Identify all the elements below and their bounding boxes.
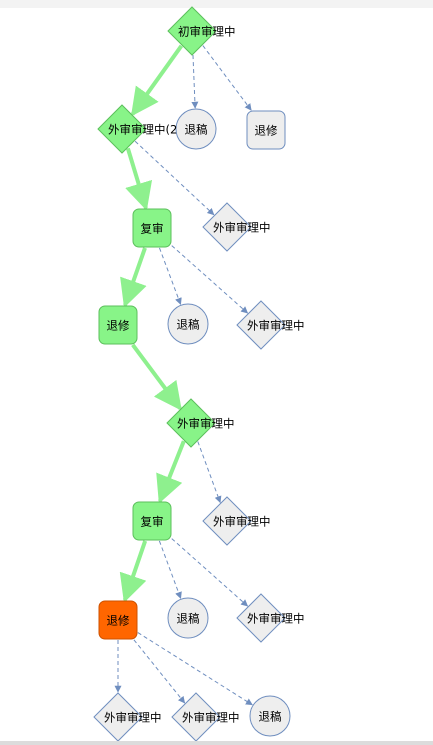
- rect-shape: [132, 208, 172, 248]
- diamond-shape: [202, 202, 252, 252]
- flow-edge-branch: [159, 247, 182, 305]
- node-circle-n18[interactable]: 退稿: [249, 695, 291, 737]
- circle-shape: [175, 108, 217, 150]
- diamond-shape: [167, 6, 217, 56]
- node-rect-n15[interactable]: 退修: [98, 600, 138, 640]
- flow-edge-branch: [133, 639, 186, 704]
- node-rect-n3[interactable]: 退修: [246, 110, 286, 150]
- node-label: 退稿: [177, 318, 200, 332]
- node-label: 外审审理中: [182, 711, 240, 725]
- node-diamond-n1[interactable]: 初审审理中: [167, 6, 236, 56]
- flow-edge-branch: [171, 245, 249, 314]
- rect-shape: [98, 600, 138, 640]
- node-label: 外审审理中: [247, 319, 305, 333]
- horizontal-scrollbar[interactable]: [0, 741, 433, 745]
- node-label: 退稿: [259, 710, 282, 724]
- rect-shape: [246, 110, 286, 150]
- diamond-shape: [236, 300, 286, 350]
- node-diamond-n9[interactable]: 外审审理中: [236, 300, 305, 350]
- circle-shape: [167, 597, 209, 639]
- node-rect-n12[interactable]: 复审: [132, 501, 172, 541]
- node-diamond-n17[interactable]: 外审审理中: [171, 692, 240, 742]
- node-label: 退稿: [185, 123, 208, 137]
- node-diamond-n6[interactable]: 外审审理中: [202, 202, 271, 252]
- node-diamond-n11[interactable]: 外审审理中: [202, 496, 271, 546]
- node-circle-n8[interactable]: 退稿: [167, 303, 209, 345]
- node-label: 退修: [107, 319, 130, 333]
- flow-edge-main: [156, 440, 186, 504]
- node-label: 退稿: [177, 612, 200, 626]
- node-rect-n7[interactable]: 退修: [98, 305, 138, 345]
- rect-shape: [98, 305, 138, 345]
- node-circle-n2[interactable]: 退稿: [175, 108, 217, 150]
- flow-edge-branch: [202, 45, 252, 111]
- node-rect-n5[interactable]: 复审: [132, 208, 172, 248]
- node-label: 退修: [107, 614, 130, 628]
- node-label: 复审: [141, 222, 164, 236]
- node-diamond-n14[interactable]: 外审审理中: [236, 593, 305, 643]
- node-label: 外审审理中: [104, 711, 162, 725]
- flow-edge-branch: [137, 632, 253, 706]
- node-circle-n13[interactable]: 退稿: [167, 597, 209, 639]
- flow-edge-main: [119, 540, 148, 603]
- flow-edge-branch: [134, 140, 215, 216]
- diamond-shape: [236, 593, 286, 643]
- node-label: 外审审理中: [247, 612, 305, 626]
- diamond-shape: [97, 104, 147, 154]
- node-label: 外审审理中: [213, 221, 271, 235]
- flow-edge-main: [131, 343, 182, 411]
- circle-shape: [167, 303, 209, 345]
- node-label: 退修: [255, 124, 278, 138]
- flow-edge-main: [130, 44, 184, 117]
- flow-edge-main: [120, 247, 147, 308]
- flow-edge-branch: [197, 441, 222, 504]
- flow-edge-branch: [158, 540, 182, 599]
- rect-shape: [132, 501, 172, 541]
- circle-shape: [249, 695, 291, 737]
- node-label: 外审审理中: [177, 417, 235, 431]
- edges-layer: [114, 44, 253, 706]
- flow-edge-main: [125, 147, 153, 211]
- node-label: 外审审理中(2: [108, 123, 177, 137]
- flow-edge-branch: [171, 538, 249, 607]
- diamond-shape: [166, 398, 216, 448]
- diamond-shape: [202, 496, 252, 546]
- flow-edge-branch: [191, 55, 199, 109]
- node-diamond-n4[interactable]: 外审审理中(2: [97, 104, 177, 154]
- node-diamond-n16[interactable]: 外审审理中: [93, 692, 162, 742]
- node-diamond-n10[interactable]: 外审审理中: [166, 398, 235, 448]
- node-label: 复审: [141, 515, 164, 529]
- node-label: 初审审理中: [178, 25, 236, 39]
- node-label: 外审审理中: [213, 515, 271, 529]
- top-toolbar-strip: [0, 0, 433, 8]
